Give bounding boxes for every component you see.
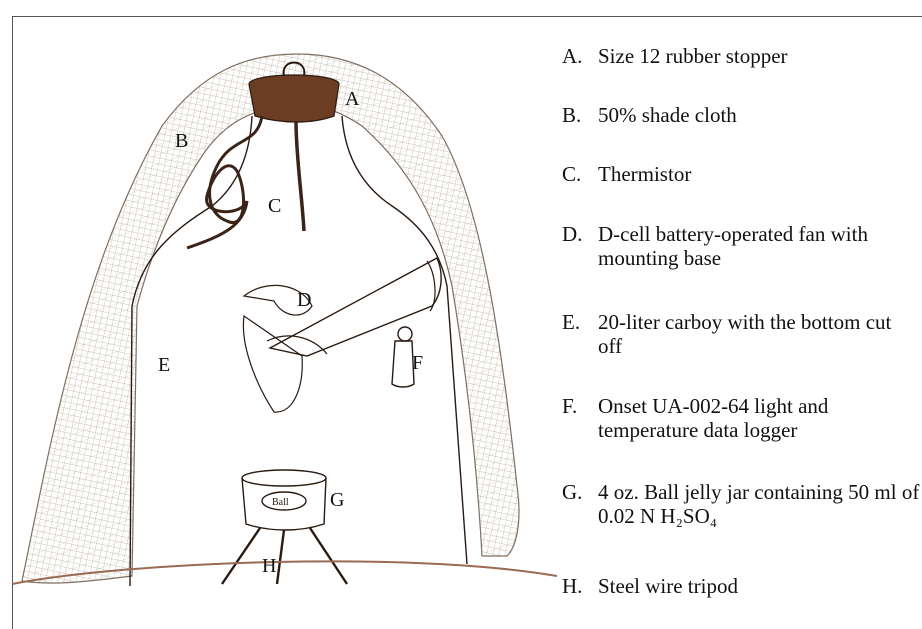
legend-key: G. <box>562 480 598 528</box>
legend-text: D-cell battery-operated fan with mountin… <box>598 222 920 270</box>
label-f: F <box>412 353 423 373</box>
legend-item-b: B. 50% shade cloth <box>562 103 920 127</box>
legend-key: B. <box>562 103 598 127</box>
legend-key: F. <box>562 394 598 442</box>
label-g: G <box>330 490 344 510</box>
legend-text: 50% shade cloth <box>598 103 737 127</box>
label-e: E <box>158 355 170 375</box>
shade-cloth <box>22 54 519 583</box>
legend-item-f: F. Onset UA-002-64 light and temperature… <box>562 394 920 442</box>
steel-wire-tripod <box>222 528 347 584</box>
legend-text: Thermistor <box>598 162 691 186</box>
legend-item-h: H. Steel wire tripod <box>562 574 920 598</box>
legend-key: E. <box>562 310 598 358</box>
jar-brand-text: Ball <box>272 497 289 508</box>
legend-key: D. <box>562 222 598 270</box>
legend-item-d: D. D-cell battery-operated fan with moun… <box>562 222 920 270</box>
legend-item-g: G. 4 oz. Ball jelly jar containing 50 ml… <box>562 480 920 528</box>
legend-item-e: E. 20-liter carboy with the bottom cut o… <box>562 310 920 358</box>
label-a: A <box>345 89 359 109</box>
legend-item-a: A. Size 12 rubber stopper <box>562 44 920 68</box>
apparatus-illustration: Ball <box>12 16 557 616</box>
data-logger <box>392 327 414 387</box>
label-b: B <box>175 131 188 151</box>
label-d: D <box>297 290 311 310</box>
label-c: C <box>268 196 281 216</box>
legend-text: Size 12 rubber stopper <box>598 44 788 68</box>
legend-item-c: C. Thermistor <box>562 162 920 186</box>
legend-key: H. <box>562 574 598 598</box>
label-h: H <box>262 556 276 576</box>
legend-text: Steel wire tripod <box>598 574 738 598</box>
legend-key: C. <box>562 162 598 186</box>
legend-text: Onset UA-002-64 light and temperature da… <box>598 394 920 442</box>
legend-text: 4 oz. Ball jelly jar containing 50 ml of… <box>598 480 920 528</box>
legend-text: 20-liter carboy with the bottom cut off <box>598 310 920 358</box>
legend-key: A. <box>562 44 598 68</box>
